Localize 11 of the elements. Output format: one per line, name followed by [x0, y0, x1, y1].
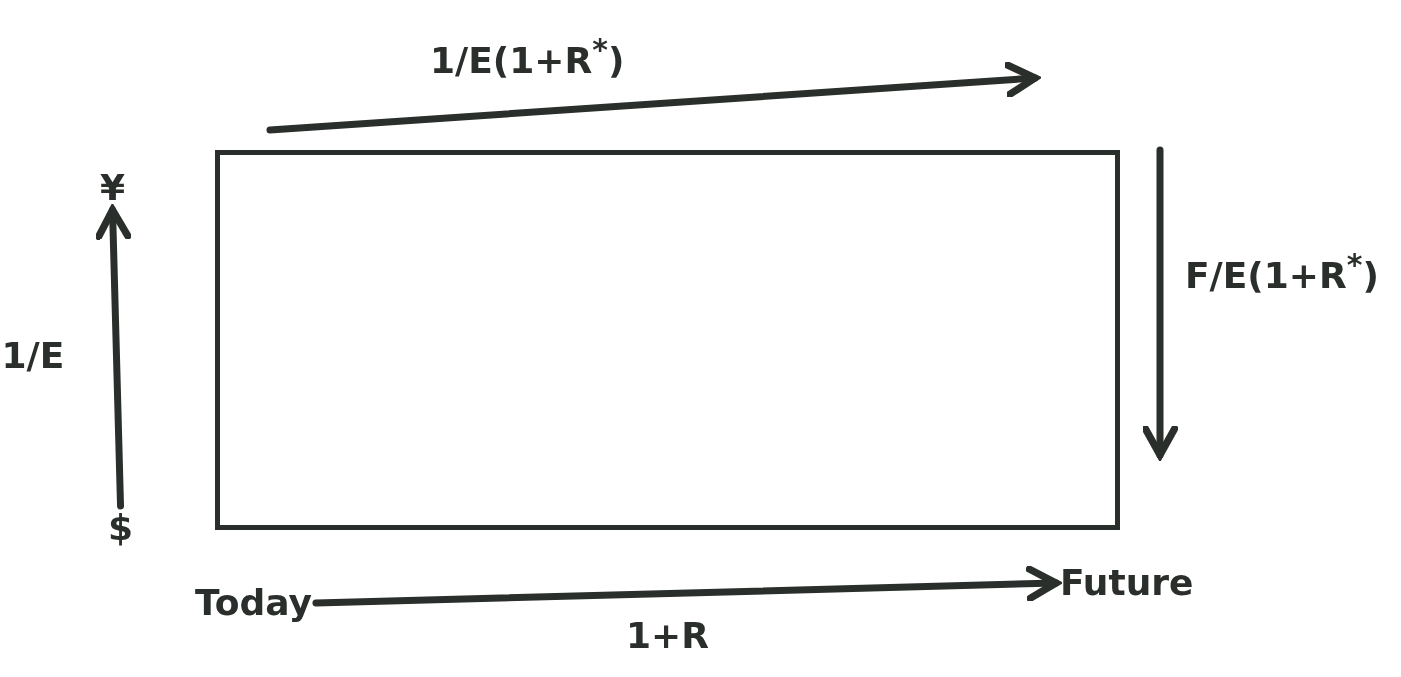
edge-label: 1+R [625, 618, 709, 654]
dollar-sign: $ [108, 510, 134, 546]
arrow [312, 565, 1060, 607]
edge-label: 1/E [1, 338, 65, 374]
time-label: Today [195, 585, 312, 621]
arrow [95, 206, 132, 510]
time-label: Future [1060, 565, 1194, 601]
formula-label: 1/E(1+R$^{*}$) [430, 35, 625, 79]
yen-sign: ¥ [100, 170, 126, 206]
rectangle [215, 150, 1120, 530]
formula-label: F/E(1+R$^{*}$) [1185, 250, 1379, 294]
